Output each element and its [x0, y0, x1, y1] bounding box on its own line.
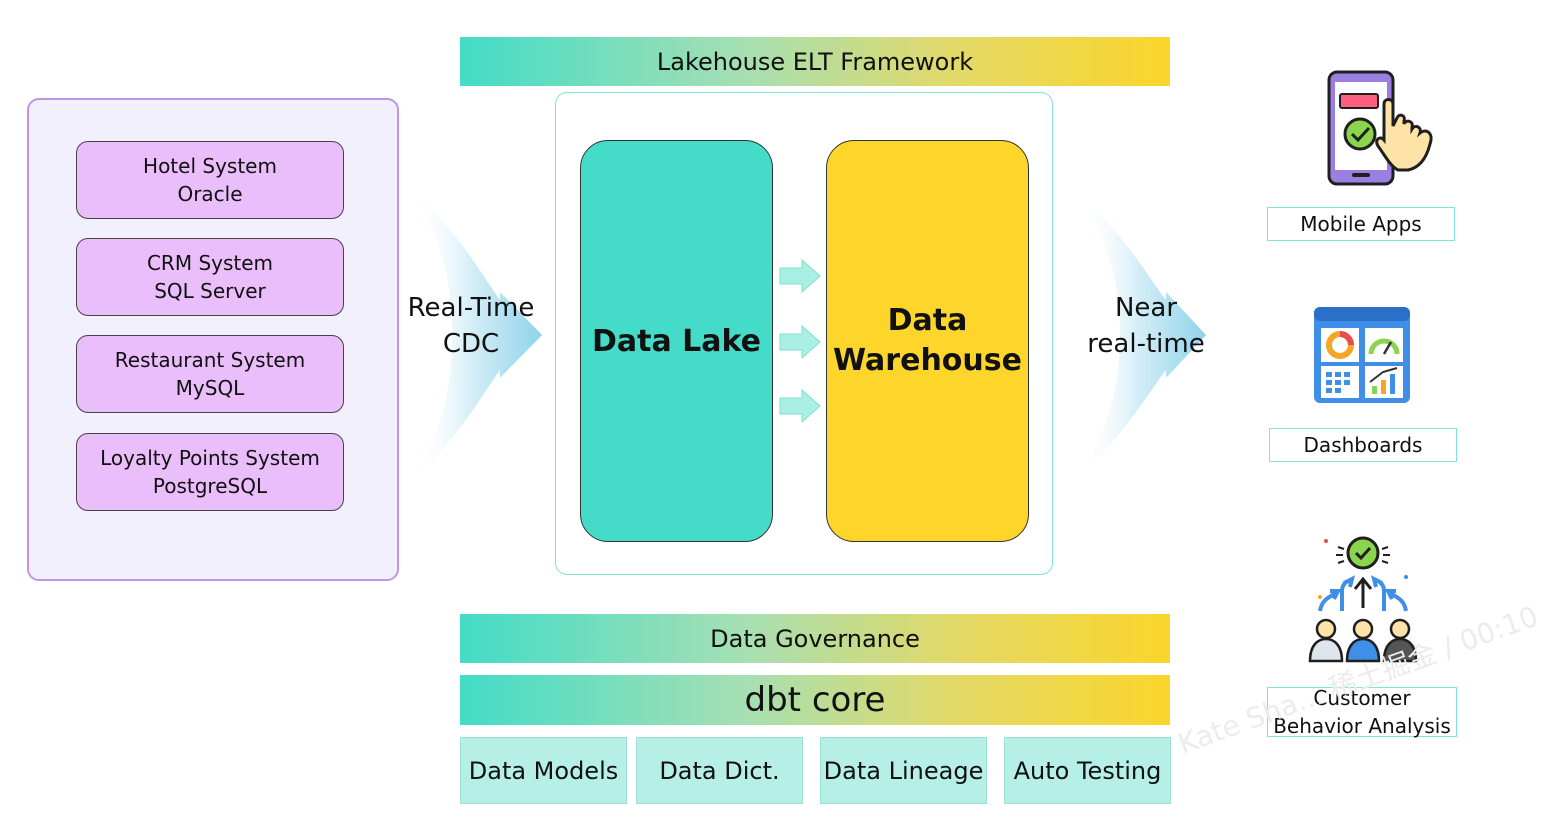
serve-flow-label: Near real-time [1080, 290, 1212, 362]
tool-label: Data Models [468, 756, 619, 785]
consumer-label-line1: Customer [1313, 686, 1411, 710]
source-restaurant-system: Restaurant System MySQL [76, 335, 344, 413]
framework-title-bar: Lakehouse ELT Framework [460, 37, 1170, 86]
arrow-right-icon [779, 388, 821, 424]
serve-flow-line1: Near [1114, 293, 1178, 323]
ingest-flow-line1: Real-Time [407, 293, 535, 323]
data-governance-label: Data Governance [710, 624, 920, 653]
lake-to-warehouse-arrows [779, 258, 821, 424]
data-governance-bar: Data Governance [460, 614, 1170, 663]
tool-auto-testing: Auto Testing [1004, 737, 1171, 804]
tool-label: Data Dict. [659, 756, 780, 785]
dashboard-icon [1314, 307, 1410, 403]
consumer-label: Dashboards [1303, 433, 1423, 457]
data-warehouse-line2: Warehouse [833, 343, 1022, 378]
data-warehouse-box: Data Warehouse [826, 140, 1029, 542]
data-warehouse-line1: Data [887, 303, 968, 338]
source-hotel-system: Hotel System Oracle [76, 141, 344, 219]
framework-title: Lakehouse ELT Framework [656, 47, 974, 76]
mobile-touch-icon [1327, 70, 1433, 186]
tool-data-models: Data Models [460, 737, 627, 804]
serve-flow-line2: real-time [1087, 329, 1205, 359]
dbt-core-label: dbt core [744, 680, 886, 720]
data-lake-label: Data Lake [591, 323, 762, 359]
source-name: Hotel System [143, 154, 277, 178]
source-crm-system: CRM System SQL Server [76, 238, 344, 316]
source-name: Loyalty Points System [100, 446, 320, 470]
consumer-mobile-apps: Mobile Apps [1267, 207, 1455, 241]
source-name: Restaurant System [114, 348, 306, 372]
source-db: SQL Server [154, 279, 266, 303]
source-db: PostgreSQL [152, 474, 268, 498]
source-db: Oracle [177, 182, 243, 206]
consumer-label: Mobile Apps [1300, 212, 1422, 236]
source-name: CRM System [146, 251, 274, 275]
tool-data-dict: Data Dict. [636, 737, 803, 804]
consumer-behavior-analysis: Customer Behavior Analysis [1267, 686, 1457, 738]
consumer-label-line2: Behavior Analysis [1273, 714, 1451, 738]
ingest-flow-line2: CDC [442, 329, 500, 359]
tool-data-lineage: Data Lineage [820, 737, 987, 804]
source-db: MySQL [175, 376, 245, 400]
data-lake-box: Data Lake [580, 140, 773, 542]
source-loyalty-system: Loyalty Points System PostgreSQL [76, 433, 344, 511]
team-growth-icon [1308, 536, 1418, 663]
tool-label: Auto Testing [1013, 756, 1162, 785]
consumer-dashboards: Dashboards [1269, 428, 1457, 462]
arrow-right-icon [779, 324, 821, 360]
serve-flow-arrow-icon [1080, 195, 1206, 475]
dbt-core-bar: dbt core [460, 675, 1170, 725]
ingest-flow-label: Real-Time CDC [400, 290, 542, 362]
arrow-right-icon [779, 258, 821, 294]
ingest-flow-arrow-icon [412, 190, 542, 480]
tool-label: Data Lineage [823, 756, 984, 785]
